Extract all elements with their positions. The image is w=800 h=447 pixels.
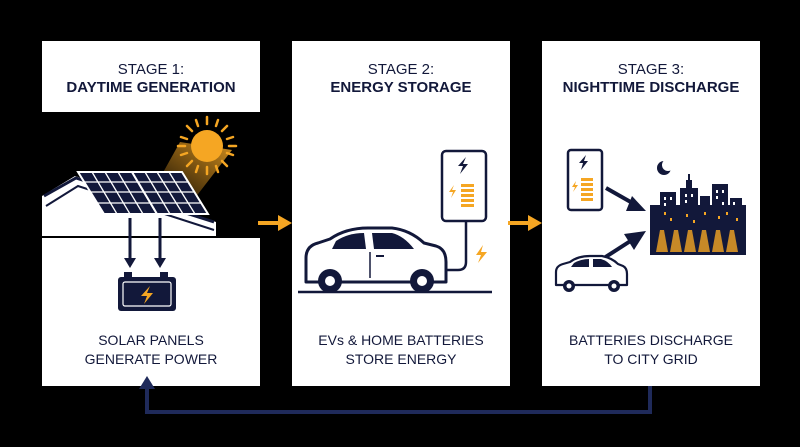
stage-3-electric-car-icon: [554, 254, 629, 292]
home-battery-icon: [440, 149, 488, 223]
stage-3-home-battery-icon: [566, 148, 604, 212]
moon-icon: [657, 159, 674, 175]
stage-3-name: NIGHTTIME DISCHARGE: [562, 79, 740, 96]
arrow-stage-2-to-3: [508, 215, 542, 231]
stage-3-caption: BATTERIES DISCHARGE TO CITY GRID: [542, 331, 760, 369]
stage-2-caption-line-2: STORE ENERGY: [345, 351, 457, 367]
discharge-arrows: [602, 186, 646, 260]
stage-2-caption: EVs & HOME BATTERIES STORE ENERGY: [292, 331, 510, 369]
stage-2-title: STAGE 2: ENERGY STORAGE: [292, 61, 510, 97]
arrow-stage-1-to-2: [258, 215, 292, 231]
city-icon: [650, 174, 746, 255]
solar-panel-icon: [76, 171, 210, 215]
battery-icon: [118, 272, 176, 311]
stage-3-title: STAGE 3: NIGHTTIME DISCHARGE: [542, 61, 760, 97]
stage-1-caption-line-2: GENERATE POWER: [84, 351, 218, 367]
stage-1-number: STAGE 1:: [117, 61, 185, 78]
stage-1-name: DAYTIME GENERATION: [66, 79, 236, 96]
cycle-return-arrow: [139, 376, 652, 414]
stage-2-caption-line-1: EVs & HOME BATTERIES: [318, 332, 484, 348]
stage-3-caption-line-1: BATTERIES DISCHARGE: [569, 332, 733, 348]
lightning-icon: [141, 286, 153, 304]
stage-2-number: STAGE 2:: [367, 61, 435, 78]
stage-2-name: ENERGY STORAGE: [330, 79, 472, 96]
charging-cable: [446, 221, 468, 272]
stage-1-caption: SOLAR PANELS GENERATE POWER: [42, 331, 260, 369]
stage-1-caption-line-1: SOLAR PANELS: [98, 332, 204, 348]
electric-car-icon: [298, 226, 492, 294]
stage-3-number: STAGE 3:: [617, 61, 685, 78]
stage-3-caption-line-2: TO CITY GRID: [604, 351, 698, 367]
stage-1-title: STAGE 1: DAYTIME GENERATION: [42, 61, 260, 97]
power-flow-arrows: [124, 218, 166, 268]
charging-lightning-icon: [476, 245, 487, 263]
